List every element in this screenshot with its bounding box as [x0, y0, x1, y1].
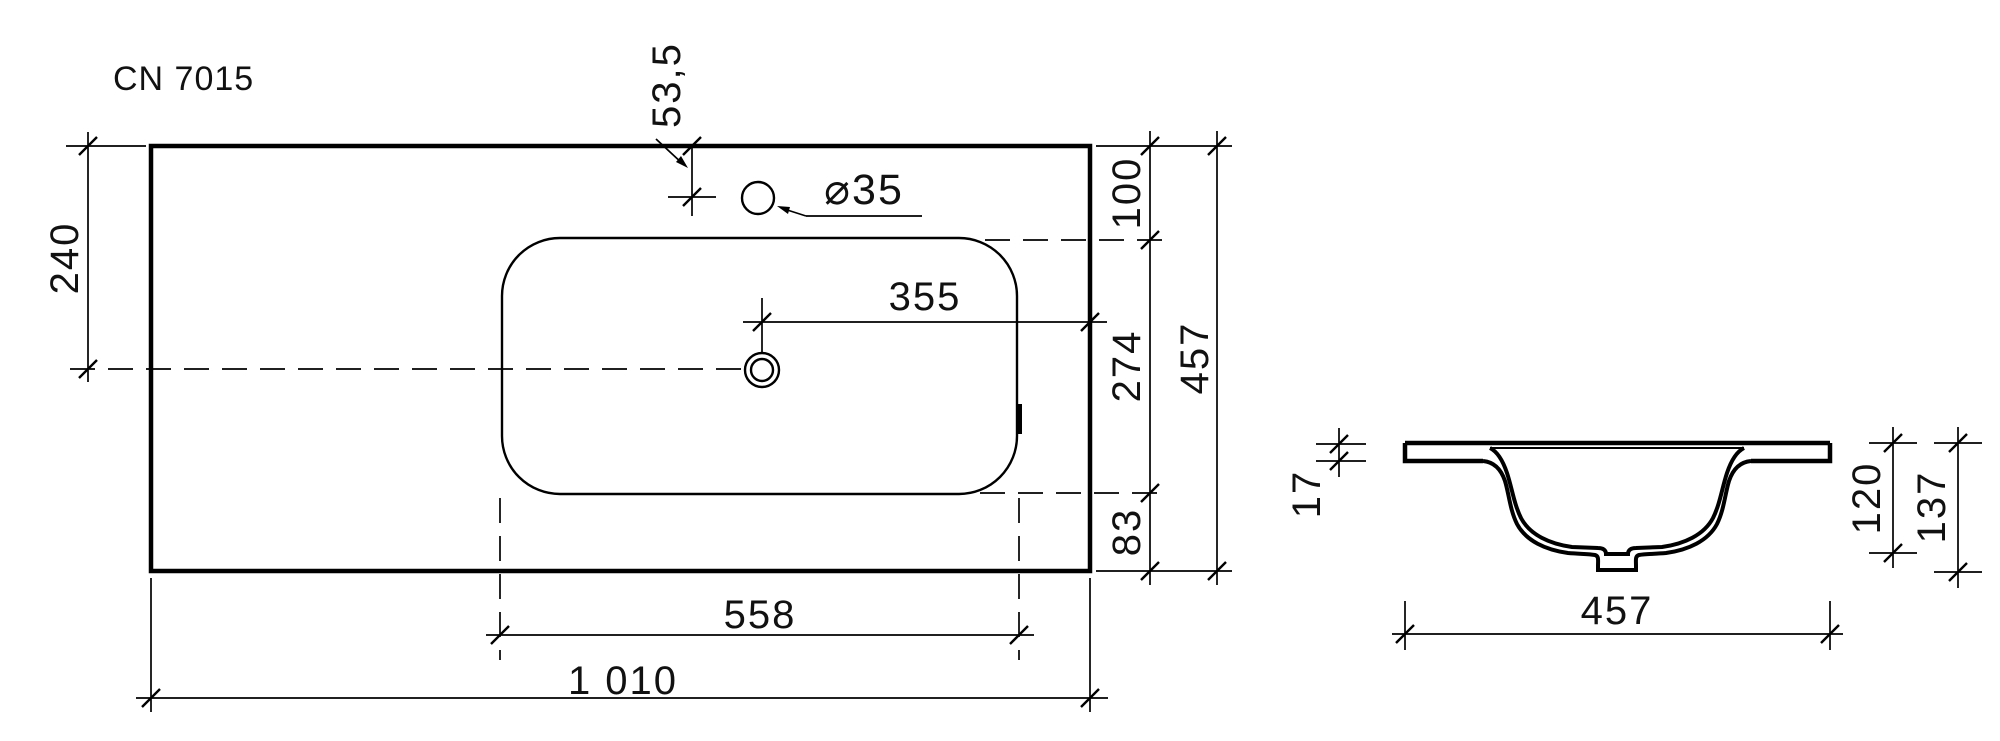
- plan-view: [70, 143, 1165, 660]
- arrowhead-faucet-diameter: [777, 206, 790, 214]
- drain-hole-inner: [749, 357, 775, 383]
- dim-basin-depth: 274: [1105, 330, 1149, 403]
- dim-faucet-offset: 53,5: [645, 42, 689, 128]
- dim-overall-width: 1 010: [568, 659, 678, 703]
- section-bowl-inner-wall: [1488, 446, 1746, 556]
- dim-drain-to-right-edge: 355: [889, 275, 962, 319]
- dim-rim-thickness: 17: [1285, 470, 1329, 519]
- dim-bowl-depth: 120: [1845, 462, 1889, 535]
- dim-faucet-diameter: ⌀35: [824, 166, 904, 214]
- drain-hole-outer: [743, 351, 781, 389]
- dim-top-to-centerline: 240: [43, 222, 87, 295]
- basin-outline: [500, 236, 1019, 496]
- faucet-hole: [740, 180, 776, 216]
- section-right-flange: [1751, 443, 1833, 464]
- dim-overall-height: 137: [1910, 471, 1954, 544]
- dim-basin-width: 558: [724, 593, 797, 637]
- dim-overall-depth: 457: [1173, 322, 1217, 395]
- countertop-outline: [148, 143, 1093, 574]
- arrowhead-faucet-offset: [676, 156, 688, 168]
- section-view: [1402, 440, 1833, 572]
- section-bowl-outer-wall: [1482, 459, 1752, 572]
- dimension-ticks: [77, 135, 1969, 709]
- model-number-label: CN 7015: [113, 60, 254, 98]
- dim-basin-to-front-edge: 83: [1105, 508, 1149, 557]
- plan-centerlines: [70, 239, 1165, 660]
- plan-dimensions: [66, 131, 1232, 712]
- dim-back-edge-to-basin: 100: [1105, 157, 1149, 230]
- dim-section-width: 457: [1581, 589, 1654, 633]
- section-left-flange: [1402, 443, 1483, 464]
